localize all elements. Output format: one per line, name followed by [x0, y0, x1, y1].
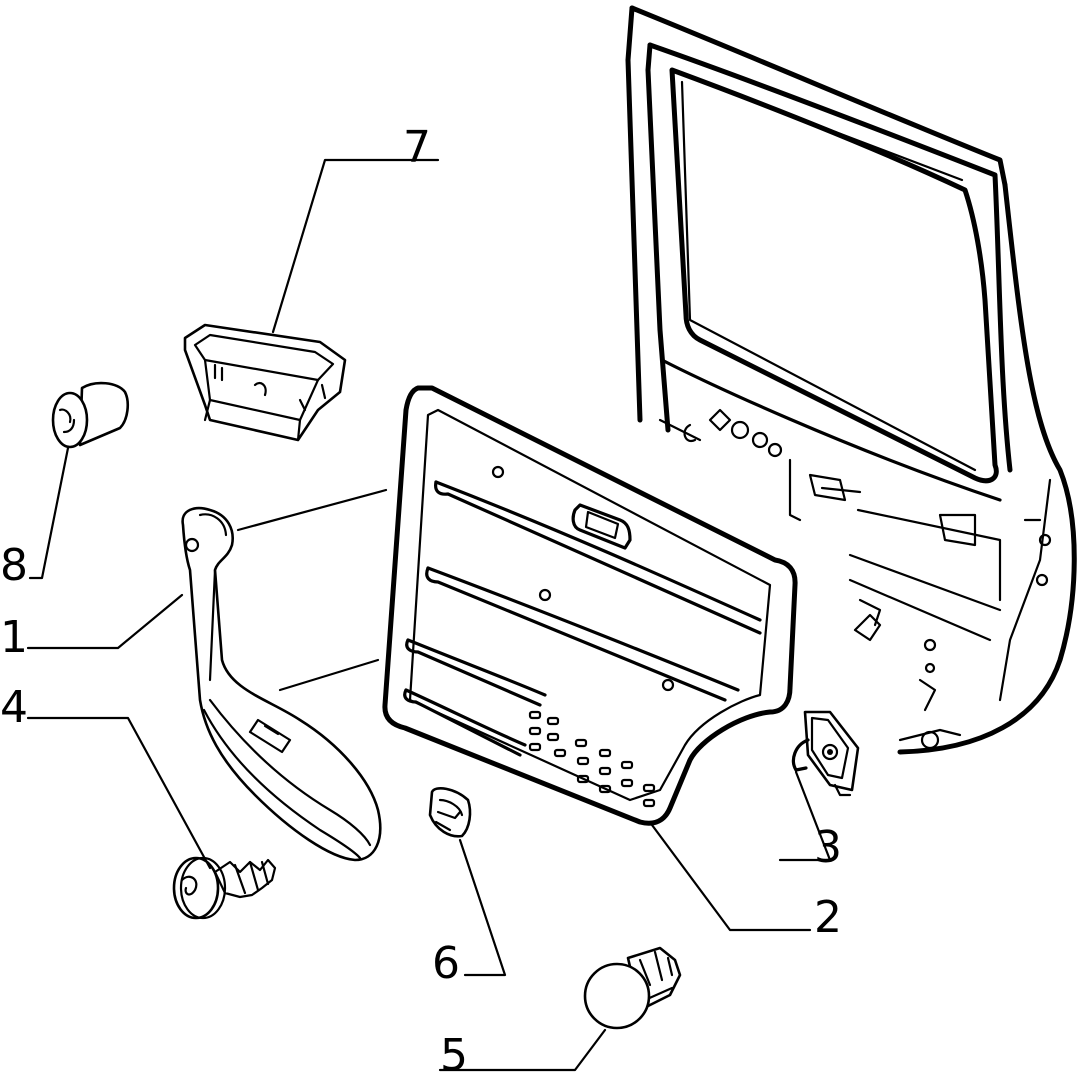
retaining-clip	[428, 786, 472, 838]
callout-6: 6	[432, 938, 460, 989]
door-shell	[625, 5, 1077, 755]
armrest-handle	[181, 506, 382, 862]
screw-with-spring	[172, 856, 277, 920]
callout-labels: 7 8 1 4 3 2 6 5	[0, 122, 842, 1074]
callout-1: 1	[0, 612, 28, 663]
callout-3: 3	[814, 822, 842, 873]
assembly-lines	[236, 488, 388, 692]
speed-nut-clip	[791, 710, 860, 797]
door-trim-panel	[382, 385, 798, 826]
push-fastener	[583, 946, 682, 1030]
callout-8: 8	[0, 540, 28, 591]
plug-cap	[51, 381, 130, 449]
callout-4: 4	[0, 682, 28, 733]
callout-5: 5	[440, 1030, 468, 1074]
window-switch-bezel	[183, 323, 347, 442]
callout-7: 7	[403, 122, 431, 173]
leader-lines	[26, 158, 832, 1072]
callout-2: 2	[814, 892, 842, 943]
